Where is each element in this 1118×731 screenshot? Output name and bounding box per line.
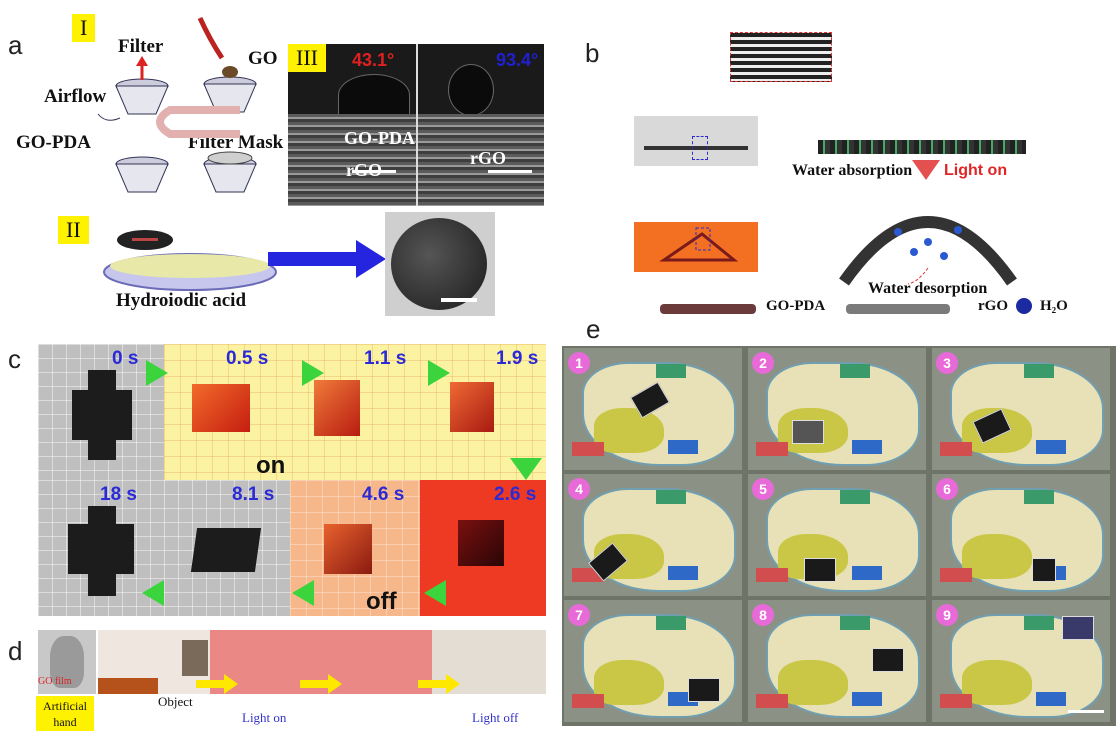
off-label: off	[366, 588, 397, 615]
map-frame-2: 2	[748, 348, 926, 470]
map-frame-5: 5	[748, 474, 926, 596]
time-label-0.5s: 0.5 s	[226, 348, 269, 369]
green-arrow-right-2	[302, 360, 324, 386]
frame-c-8.1s	[164, 480, 290, 616]
light-on-label: Light on	[944, 162, 1008, 179]
time-label-8.1s: 8.1 s	[232, 484, 275, 505]
legend-rgo-label: rGO	[978, 298, 1008, 314]
contact-angle-left: 43.1°	[352, 50, 395, 70]
contact-angle-right: 93.4°	[496, 50, 539, 70]
map-frame-1: 1	[564, 348, 742, 470]
artificial-hand-label: Artificial hand	[36, 696, 94, 731]
legend-go-pda-label: GO-PDA	[766, 298, 826, 314]
funnel-icon-bottom-right	[203, 151, 257, 193]
green-arrow-left-1	[142, 580, 164, 606]
film-side-view-gray	[634, 116, 758, 166]
map-frame-9: 9	[932, 600, 1110, 722]
green-arrow-right-1	[146, 360, 168, 386]
frame-number-5: 5	[752, 478, 774, 500]
frame-number-6: 6	[936, 478, 958, 500]
artificial-hand-text: Artificial hand	[43, 699, 87, 729]
time-label-18s: 18 s	[100, 484, 137, 505]
light-off-caption: Light off	[472, 710, 519, 725]
frame-c-18s	[38, 480, 164, 616]
frame-number-2: 2	[752, 352, 774, 374]
time-label-1.1s: 1.1 s	[364, 348, 407, 369]
blue-arrow-head	[356, 240, 386, 278]
yellow-arrow-1	[196, 680, 226, 688]
frame-d-1	[98, 630, 210, 694]
frame-number-4: 4	[568, 478, 590, 500]
map-frame-6: 6	[932, 474, 1110, 596]
panel-label-c: c	[8, 344, 21, 374]
filtration-schematic	[97, 16, 257, 193]
go-label: GO	[248, 48, 278, 69]
on-label: on	[256, 452, 286, 479]
sem-image-panel	[288, 44, 544, 206]
time-label-2.6s: 2.6 s	[494, 484, 537, 505]
bent-film-diagram	[839, 216, 1017, 286]
airflow-label: Airflow	[44, 86, 107, 107]
funnel-icon-top-left	[97, 78, 169, 121]
hydroiodic-acid-label: Hydroiodic acid	[116, 290, 247, 311]
panel-label-d: d	[8, 636, 23, 666]
flat-film-layers	[818, 140, 1026, 154]
yellow-arrow-2-head	[328, 674, 342, 694]
time-label-4.6s: 4.6 s	[362, 484, 405, 505]
panel-label-b: b	[585, 38, 600, 68]
step-three-badge: III	[288, 44, 326, 72]
map-frame-3: 3	[932, 348, 1110, 470]
frame-c-0s	[38, 344, 164, 480]
map-frame-8: 8	[748, 600, 926, 722]
water-absorption-label: Water absorption	[792, 162, 913, 179]
time-label-0s: 0 s	[112, 348, 139, 369]
frame-d-hand	[38, 630, 96, 694]
panel-e-frame: 1 2 3 4 5 6 7 8 9	[562, 346, 1116, 726]
frame-number-8: 8	[752, 604, 774, 626]
sem-rgo-right-label: rGO	[470, 148, 506, 168]
panel-label-e: e	[586, 314, 601, 344]
panel-label-a: a	[8, 30, 23, 60]
yellow-arrow-2	[300, 680, 330, 688]
yellow-arrow-3	[418, 680, 448, 688]
object-label: Object	[158, 694, 193, 709]
legend-h2o-label: H₂O	[1040, 298, 1068, 314]
light-on-arrow	[912, 160, 940, 180]
frame-number-7: 7	[568, 604, 590, 626]
green-arrow-right-3	[428, 360, 450, 386]
go-pda-label: GO-PDA	[16, 132, 91, 153]
go-film-label: GO film	[38, 676, 72, 687]
water-desorption-label: Water desorption	[868, 280, 988, 297]
green-arrow-down	[510, 458, 542, 480]
green-arrow-left-2	[292, 580, 314, 606]
filter-label: Filter	[118, 36, 164, 57]
step-two-badge: II	[58, 216, 89, 244]
film-bent-view-orange	[634, 222, 758, 272]
zoom-inset	[730, 32, 832, 82]
frame-c-on	[164, 344, 546, 480]
frame-number-1: 1	[568, 352, 590, 374]
frame-number-3: 3	[936, 352, 958, 374]
map-frame-4: 4	[564, 474, 742, 596]
funnel-icon-bottom-left	[115, 156, 169, 193]
sem-rgo-left-label: rGO	[346, 160, 382, 180]
sem-go-pda-label: GO-PDA	[344, 128, 415, 148]
legend-rgo-swatch	[846, 304, 950, 314]
light-on-caption: Light on	[242, 710, 287, 725]
frame-number-9: 9	[936, 604, 958, 626]
cycle-arrow	[156, 106, 240, 138]
legend-h2o-icon	[1016, 298, 1032, 314]
legend-go-pda-swatch	[660, 304, 756, 314]
map-frame-7: 7	[564, 600, 742, 722]
time-label-1.9s: 1.9 s	[496, 348, 539, 369]
step-one-badge: I	[72, 14, 96, 42]
yellow-arrow-1-head	[224, 674, 238, 694]
blue-process-arrow	[268, 252, 360, 266]
funnel-icon-top-right	[203, 66, 257, 113]
acid-bath-illustration	[103, 230, 277, 291]
film-photo	[385, 212, 495, 316]
green-arrow-left-3	[424, 580, 446, 606]
yellow-arrow-3-head	[446, 674, 460, 694]
